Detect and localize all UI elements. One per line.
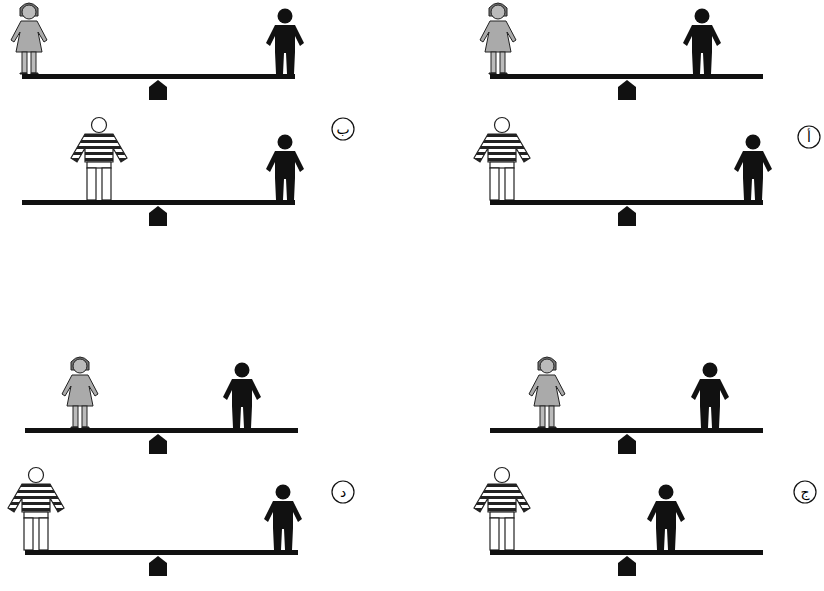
panel-letter-circle: ب	[331, 117, 355, 141]
panel-letter: أ	[797, 125, 821, 149]
panel-letter-circle: ج	[793, 480, 817, 504]
circle-outline	[798, 126, 820, 148]
panel-letter: ب	[331, 117, 355, 141]
circle-outline	[332, 118, 354, 140]
panel-letter-circle: أ	[797, 125, 821, 149]
panel-letter-circle: د	[331, 480, 355, 504]
circle-outline	[794, 481, 816, 503]
circle-outline	[332, 481, 354, 503]
panel-letter: د	[331, 480, 355, 504]
panel-letter: ج	[793, 480, 817, 504]
